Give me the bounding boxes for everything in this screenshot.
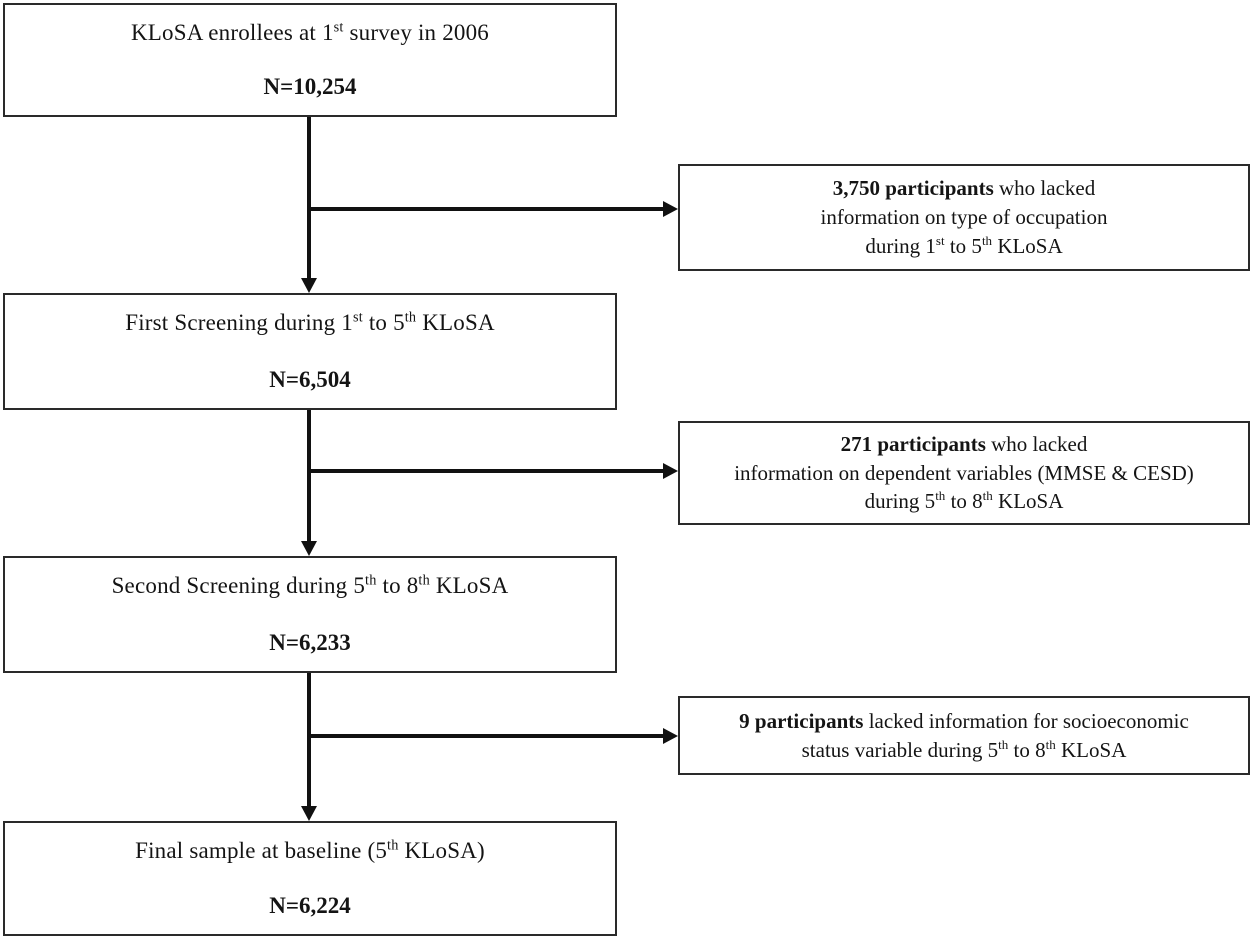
excluded-line: 3,750 participants who lacked <box>832 176 1096 201</box>
box-n-value: N=6,224 <box>269 893 351 918</box>
box-excluded-dependent-variables: 271 participants who lacked information … <box>678 421 1250 525</box>
box-final-sample: Final sample at baseline (5th KLoSA) N=6… <box>3 821 617 936</box>
excluded-line: during 5th to 8th KLoSA <box>864 488 1064 514</box>
connector-line-vertical-2 <box>307 410 311 541</box>
arrowhead-right-icon <box>663 201 678 217</box>
connector-line-horizontal-2 <box>307 469 663 473</box>
excluded-line: information on dependent variables (MMSE… <box>734 460 1194 485</box>
box-title: Second Screening during 5th to 8th KLoSA <box>111 572 509 598</box>
arrowhead-down-icon <box>301 541 317 556</box>
arrowhead-down-icon <box>301 278 317 293</box>
box-second-screening: Second Screening during 5th to 8th KLoSA… <box>3 556 617 673</box>
connector-line-horizontal-3 <box>307 734 663 738</box>
box-excluded-socioeconomic-status: 9 participants lacked information for so… <box>678 696 1250 775</box>
box-n-value: N=10,254 <box>263 74 357 99</box>
connector-line-vertical-3 <box>307 673 311 806</box>
excluded-line: 9 participants lacked information for so… <box>739 708 1189 733</box>
box-title: First Screening during 1st to 5th KLoSA <box>125 309 495 335</box>
box-first-screening: First Screening during 1st to 5th KLoSA … <box>3 293 617 410</box>
box-klosa-enrollees: KLoSA enrollees at 1st survey in 2006 N=… <box>3 3 617 117</box>
excluded-line: status variable during 5th to 8th KLoSA <box>801 736 1127 762</box>
connector-line-vertical-1 <box>307 117 311 278</box>
box-title: Final sample at baseline (5th KLoSA) <box>135 837 485 863</box>
box-title: KLoSA enrollees at 1st survey in 2006 <box>130 19 490 45</box>
excluded-line: 271 participants who lacked <box>840 431 1088 456</box>
excluded-line: information on type of occupation <box>820 205 1108 230</box>
arrowhead-right-icon <box>663 728 678 744</box>
connector-line-horizontal-1 <box>307 207 663 211</box>
box-n-value: N=6,233 <box>269 630 351 655</box>
excluded-line: during 1st to 5th KLoSA <box>865 232 1063 258</box>
arrowhead-right-icon <box>663 463 678 479</box>
box-excluded-occupation-info: 3,750 participants who lacked informatio… <box>678 164 1250 271</box>
box-n-value: N=6,504 <box>269 367 351 392</box>
arrowhead-down-icon <box>301 806 317 821</box>
